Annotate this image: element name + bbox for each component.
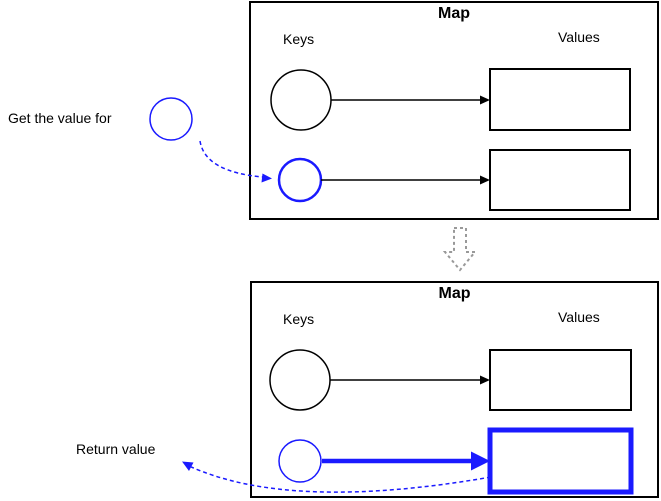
bottom-value1-box — [489, 349, 632, 411]
bottom-key2-circle — [278, 439, 322, 483]
return-value-label: Return value — [76, 441, 156, 457]
get-value-label: Get the value for — [8, 110, 112, 126]
top-map-panel-box — [249, 1, 659, 220]
top-values-label: Values — [558, 29, 600, 45]
return-dashed-arrow — [188, 465, 492, 493]
bottom-keys-label: Keys — [283, 311, 315, 327]
top-map-arrow-1-head — [480, 95, 490, 105]
top-key1-circle — [270, 69, 332, 131]
bottom-map-arrow-1-head — [480, 375, 490, 385]
lookup-dashed-arrow — [199, 140, 264, 178]
return-dashed-arrow-head — [182, 461, 194, 471]
top-value2-box — [489, 149, 631, 211]
bottom-map-title: Map — [438, 285, 471, 302]
bottom-map-panel-box — [250, 281, 659, 498]
dashed-down-arrow-icon — [442, 227, 478, 272]
bottom-key1-circle — [269, 349, 331, 411]
top-key2-circle-highlighted — [277, 157, 323, 203]
query-key-circle — [149, 97, 193, 141]
lookup-dashed-arrow-head — [261, 173, 272, 183]
top-map-arrow-2-head — [480, 175, 490, 185]
top-value1-box — [489, 68, 631, 131]
top-keys-label: Keys — [283, 31, 315, 47]
bottom-values-label: Values — [558, 309, 600, 325]
top-map-title: Map — [438, 5, 470, 22]
bottom-value2-box-highlighted — [487, 427, 634, 495]
bottom-lookup-arrow-head — [471, 451, 490, 471]
